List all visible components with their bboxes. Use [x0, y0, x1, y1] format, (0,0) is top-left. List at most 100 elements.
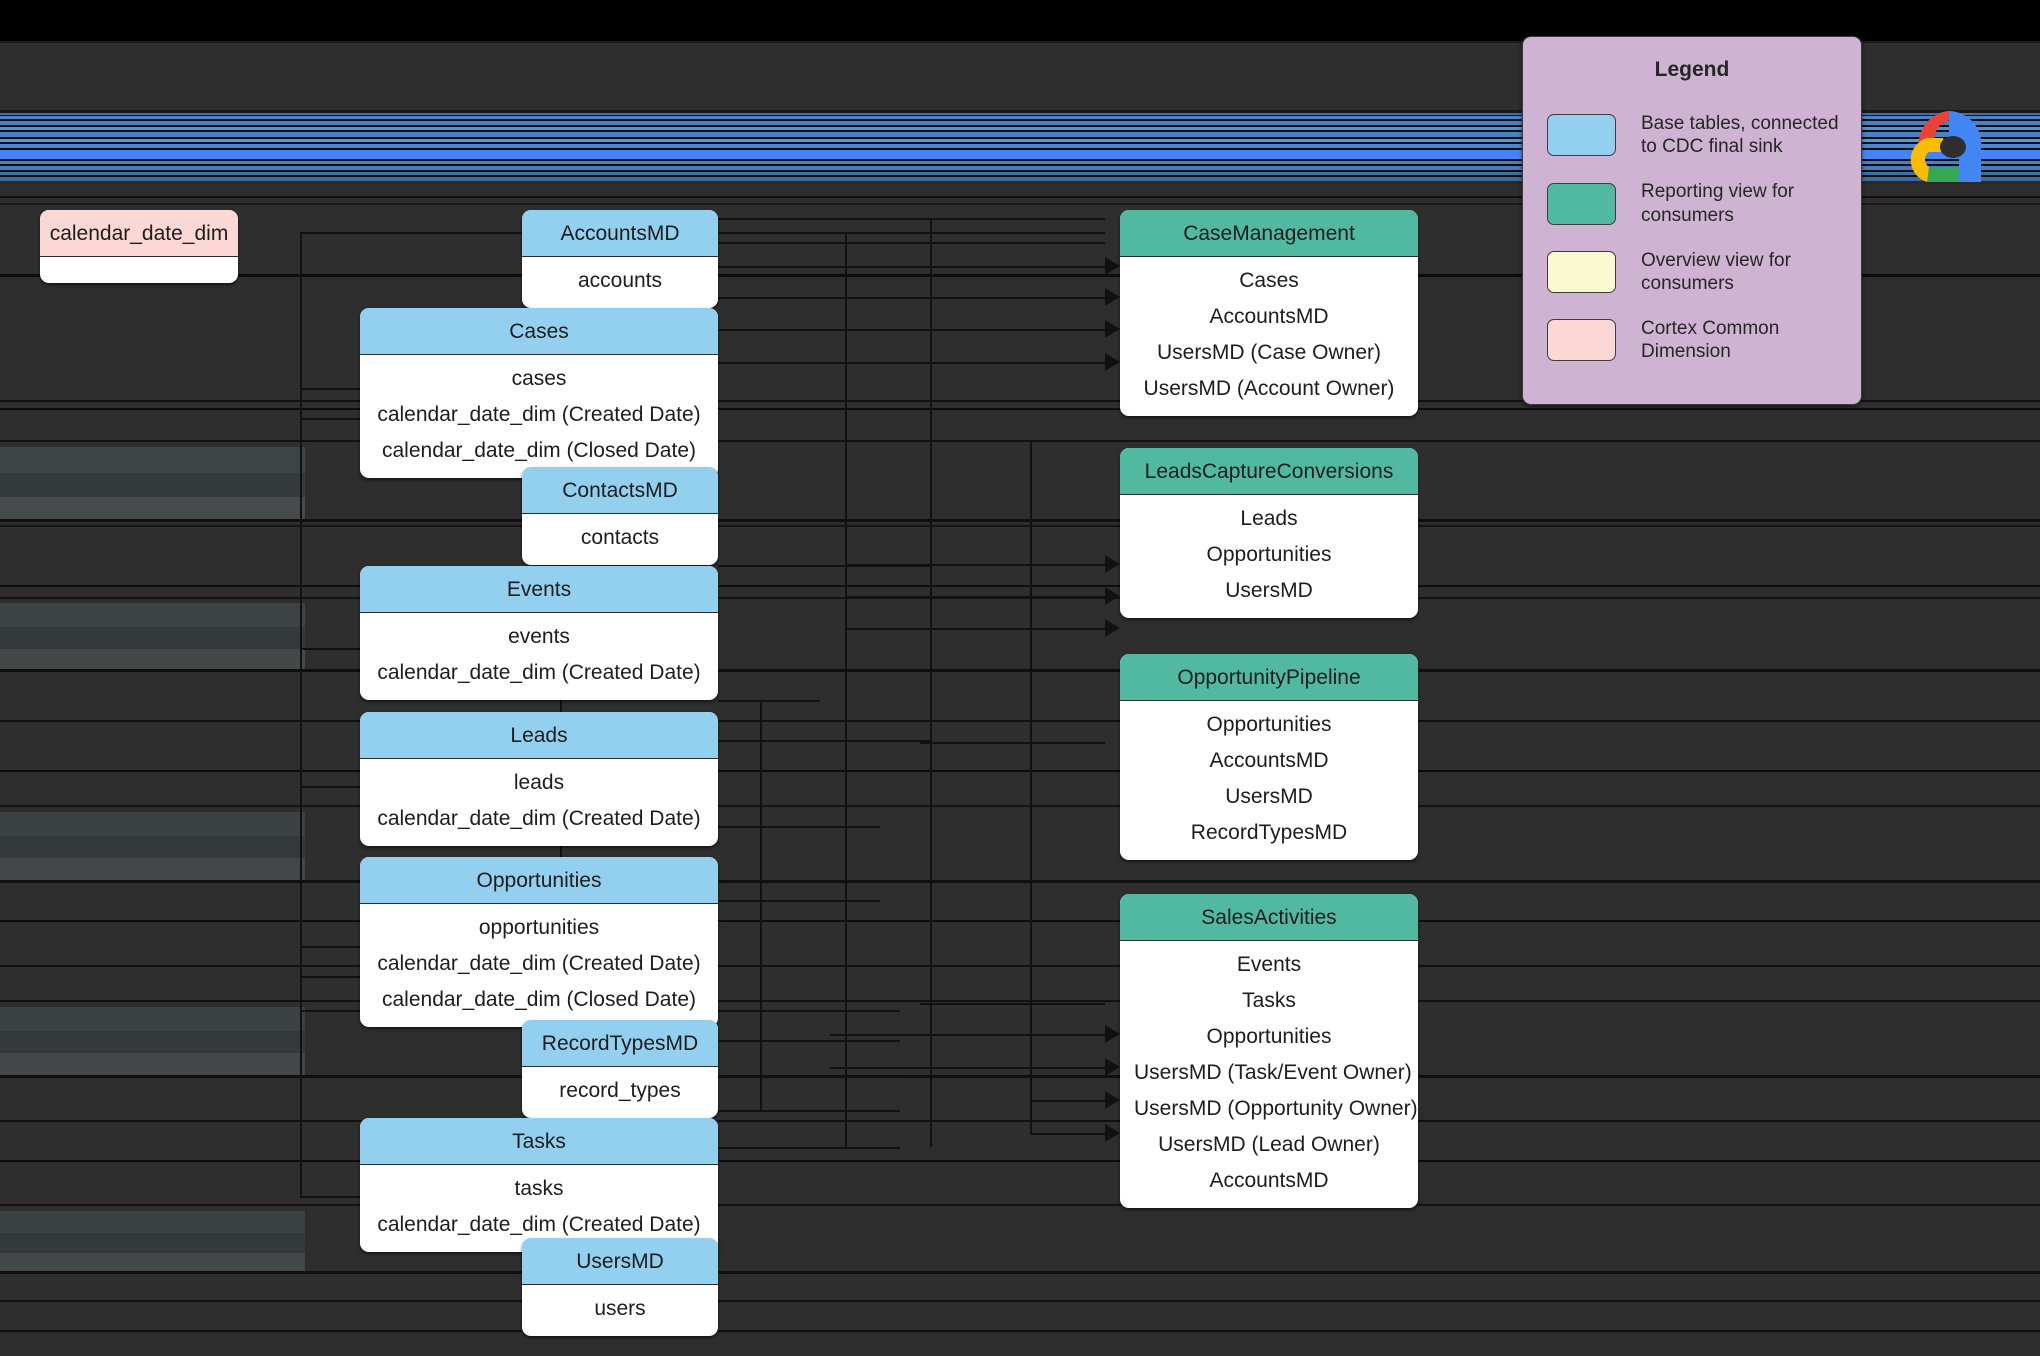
- entity-row: AccountsMD: [1209, 749, 1329, 772]
- connector-line: [718, 297, 1105, 299]
- background-band: [0, 497, 305, 519]
- entity-row: calendar_date_dim (Closed Date): [381, 439, 696, 462]
- background-band: [0, 858, 305, 880]
- scanline: [0, 181, 2040, 184]
- scanline: [0, 142, 2040, 144]
- connector-line: [718, 826, 880, 828]
- entity-box-title: Opportunities: [360, 857, 718, 904]
- connector-line: [718, 700, 820, 702]
- entity-row: calendar_date_dim (Created Date): [377, 1213, 701, 1236]
- background-band: [0, 1271, 2040, 1274]
- background-band: [0, 603, 305, 627]
- background-band: [0, 525, 2040, 527]
- connector-line: [300, 232, 560, 234]
- background-band: [0, 1007, 305, 1075]
- scanline-artifact: [0, 110, 2040, 190]
- scanline: [0, 119, 2040, 121]
- entity-row: accounts: [577, 269, 663, 292]
- connector-line: [718, 740, 930, 742]
- entity-box-opportunities[interactable]: Opportunities opportunities calendar_date_…: [360, 857, 718, 1027]
- entity-row: calendar_date_dim (Created Date): [377, 661, 701, 684]
- legend-panel: Legend Base tables, connected to CDC fin…: [1522, 36, 1862, 405]
- legend-label: Reporting view for consumers: [1641, 181, 1795, 226]
- connector-arrowhead: [1105, 320, 1120, 338]
- connector-line: [718, 242, 1105, 244]
- connector-line: [300, 232, 302, 1196]
- background-band: [0, 473, 305, 497]
- background-band: [0, 805, 2040, 807]
- legend-rows: Base tables, connected to CDC final sink…: [1523, 112, 1861, 363]
- background-band: [0, 920, 2040, 922]
- entity-row: calendar_date_dim (Created Date): [377, 807, 701, 830]
- entity-box-title: OpportunityPipeline: [1120, 654, 1418, 701]
- connector-line: [920, 440, 1105, 442]
- scanline: [0, 125, 2040, 127]
- entity-row: calendar_date_dim (Created Date): [377, 952, 701, 975]
- entity-row: contacts: [580, 526, 660, 549]
- connector-arrowhead: [1105, 619, 1120, 637]
- entity-box-calendar_date_dim[interactable]: calendar_date_dim: [40, 210, 238, 283]
- scanline: [0, 166, 2040, 170]
- legend-swatch: [1547, 114, 1616, 157]
- scanline: [0, 116, 2040, 119]
- background-band: [0, 1120, 2040, 1122]
- scanline: [0, 121, 2040, 125]
- legend-label: Base tables, connected to CDC final sink: [1641, 113, 1839, 158]
- legend-swatch: [1547, 182, 1616, 225]
- connector-line: [718, 266, 1105, 268]
- connector-arrowhead: [1105, 1025, 1120, 1043]
- scanline: [0, 130, 2040, 132]
- entity-row: tasks: [514, 1177, 564, 1200]
- background-band: [0, 585, 2040, 587]
- connector-arrowhead: [1105, 288, 1120, 306]
- background-band: [0, 603, 305, 669]
- entity-box-title: CaseManagement: [1120, 210, 1418, 257]
- connector-line: [830, 1034, 1105, 1036]
- entity-box-rows: record_types: [522, 1067, 718, 1118]
- scanline: [0, 137, 2040, 139]
- legend-label: Cortex Common Dimension: [1641, 318, 1780, 363]
- entity-row: AccountsMD: [1209, 305, 1329, 328]
- entity-row: calendar_date_dim (Created Date): [377, 403, 701, 426]
- connector-line: [718, 1147, 900, 1149]
- entity-row: Events: [1236, 953, 1302, 976]
- entity-row: Leads: [1240, 507, 1298, 530]
- background-band: [0, 1253, 305, 1271]
- connector-line: [830, 1067, 1105, 1069]
- connector-line: [845, 564, 1105, 566]
- background-band: [0, 836, 305, 858]
- connector-line: [930, 218, 932, 1147]
- entity-row: UsersMD (Case Owner): [1156, 341, 1382, 364]
- scanline: [0, 164, 2040, 166]
- connector-line: [718, 232, 1105, 234]
- background-band: [0, 1160, 2040, 1162]
- connector-line: [718, 1040, 900, 1042]
- background-band: [0, 1031, 305, 1053]
- connector-arrowhead: [1105, 257, 1120, 275]
- connector-line: [718, 218, 1105, 220]
- entity-row: events: [508, 625, 570, 648]
- scanline: [0, 159, 2040, 161]
- background-band: [0, 812, 305, 880]
- entity-box-rows: [40, 257, 238, 283]
- entity-box-title: calendar_date_dim: [40, 210, 238, 257]
- entity-row: opportunities: [478, 916, 600, 939]
- connector-line: [845, 596, 1105, 598]
- entity-row: UsersMD (Lead Owner): [1158, 1133, 1380, 1156]
- legend-swatch: [1547, 250, 1616, 293]
- scanline: [0, 184, 2040, 190]
